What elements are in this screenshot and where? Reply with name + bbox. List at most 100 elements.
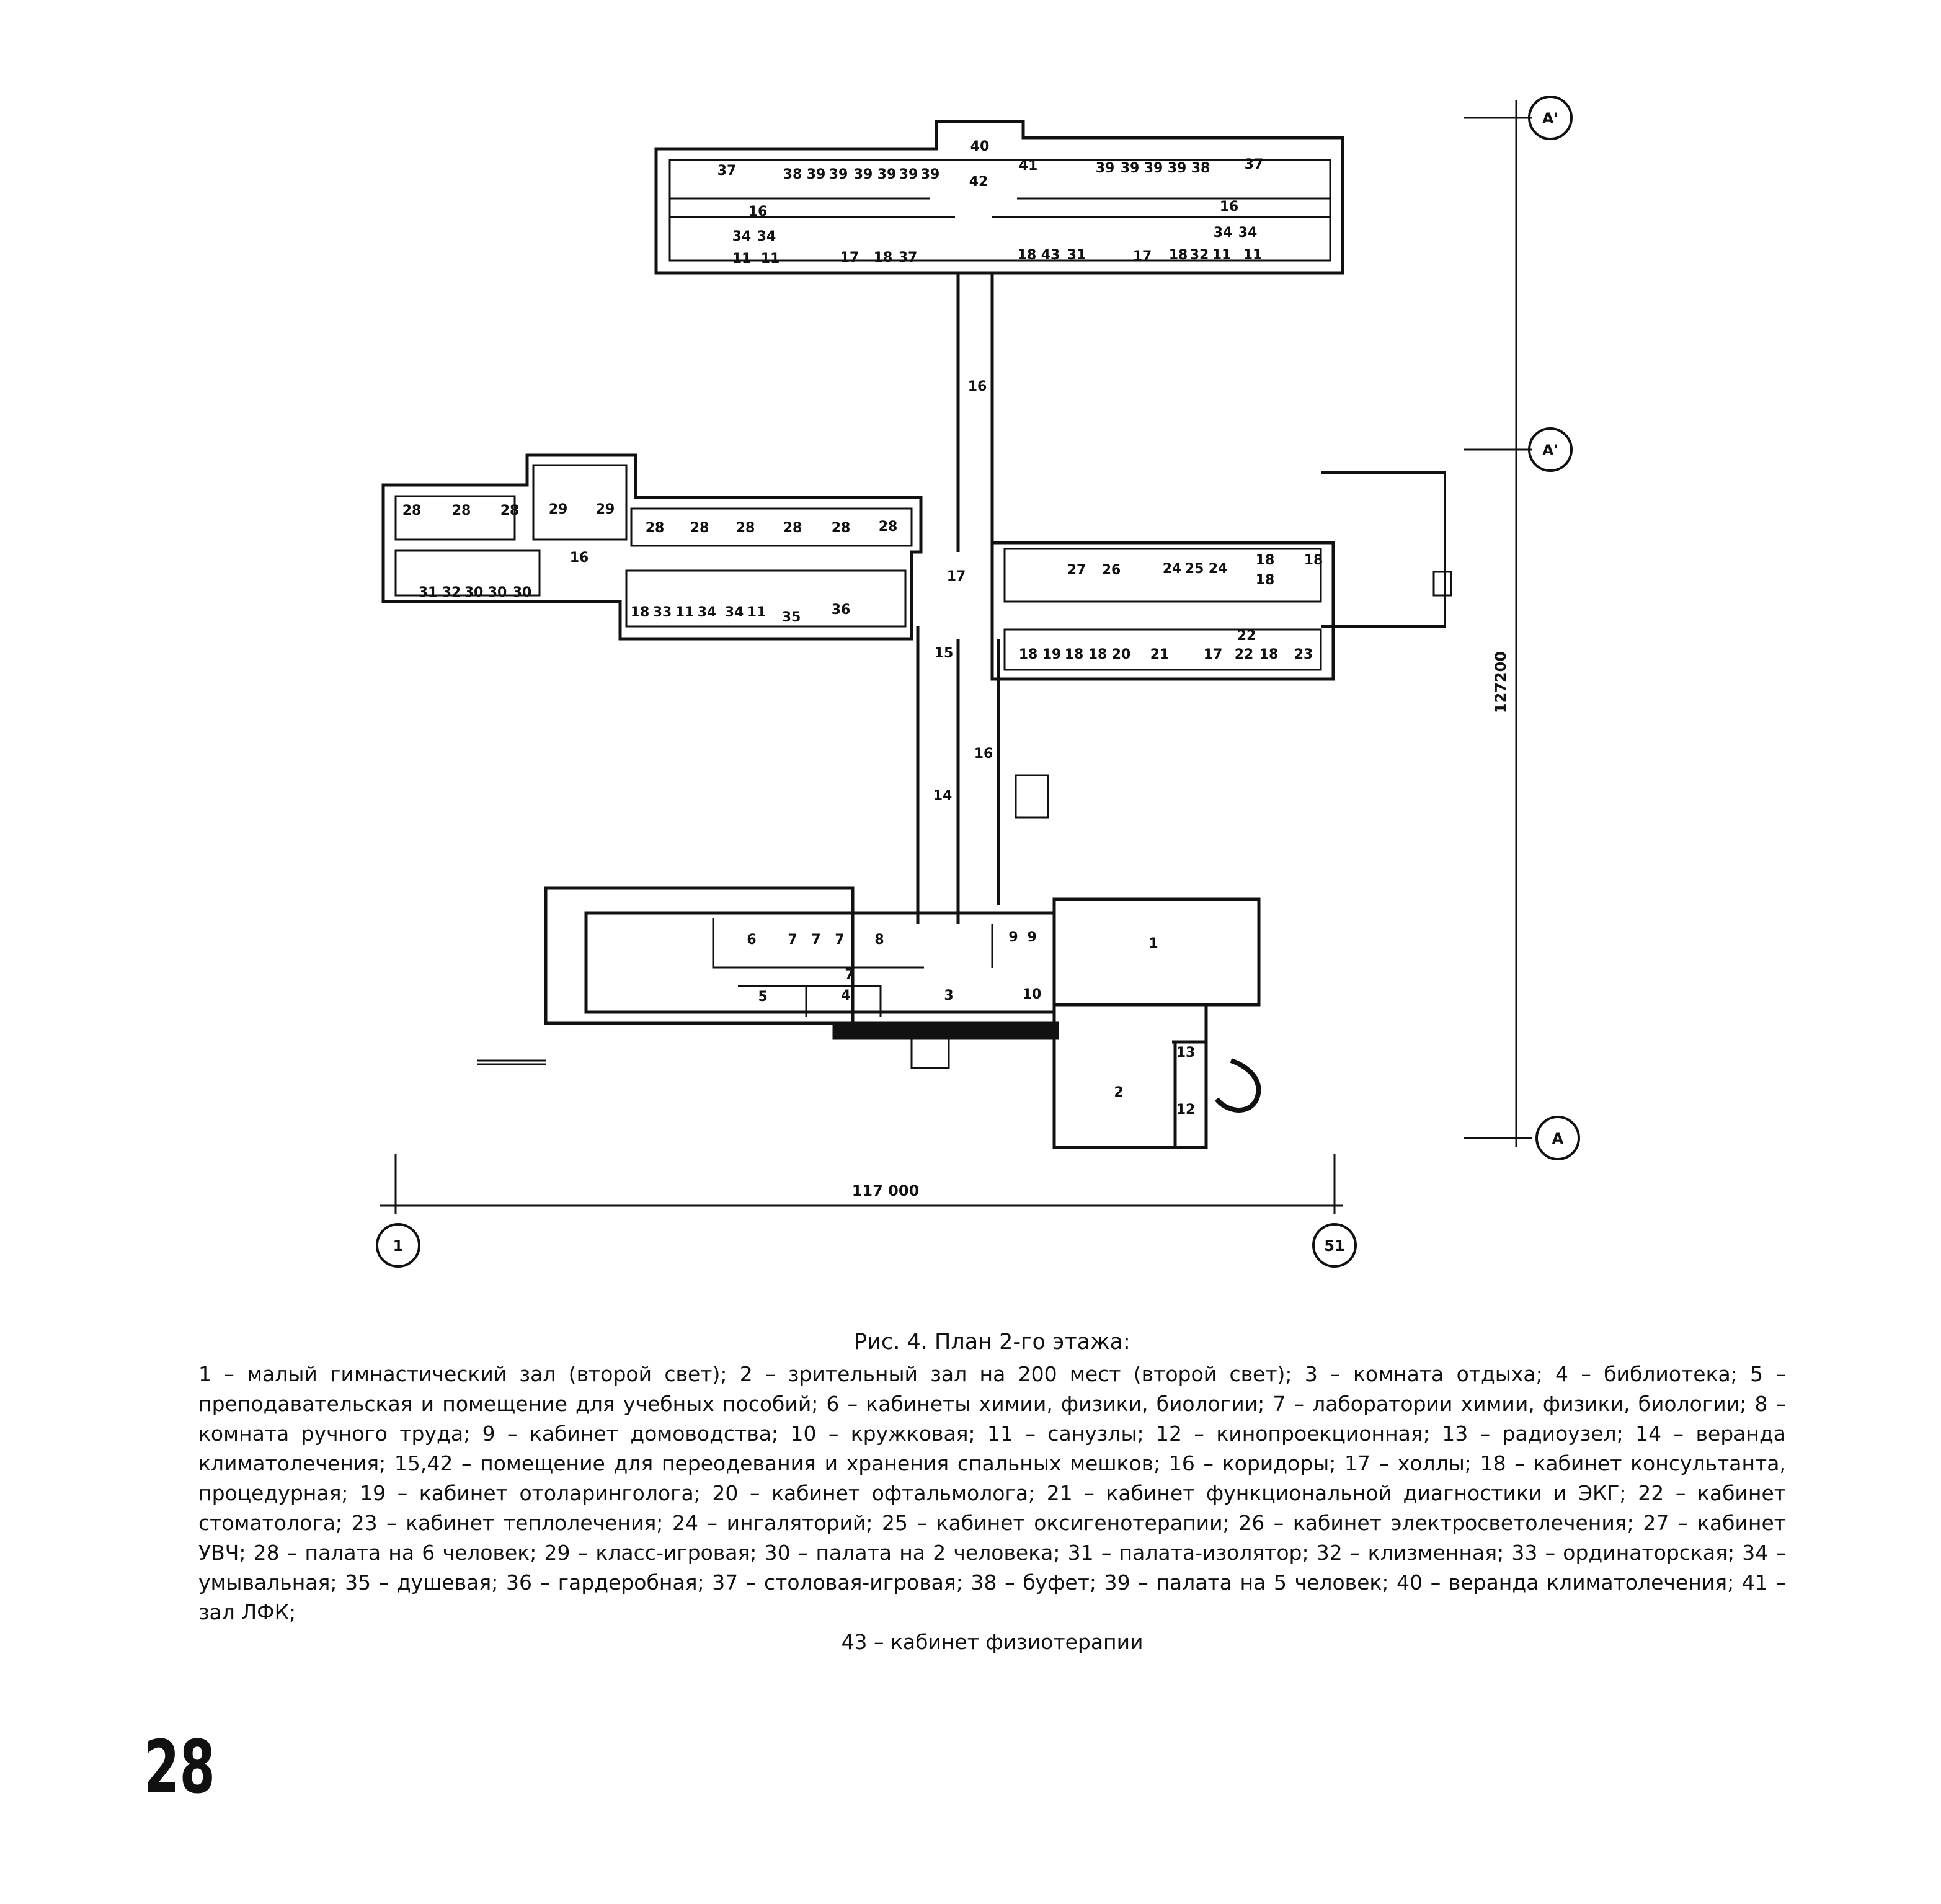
- room-label: 39: [854, 167, 873, 182]
- room-label: 6: [747, 932, 756, 948]
- room-label: 37: [717, 163, 737, 179]
- room-label: 11: [747, 605, 766, 620]
- axis-marker-middle: [1528, 427, 1573, 472]
- room-label: 37: [1245, 157, 1264, 172]
- room-label: 5: [758, 989, 767, 1005]
- room-label: 28: [646, 520, 665, 536]
- room-label: 12: [1176, 1102, 1196, 1118]
- axis-label-right: 51: [1324, 1237, 1344, 1255]
- page-number: 28: [144, 1724, 215, 1810]
- axis-label-middle: A': [1542, 442, 1558, 459]
- room-label: 7: [788, 932, 797, 948]
- room-label: 9: [1027, 930, 1036, 945]
- room-label: 16: [968, 379, 987, 394]
- south-wall-band: [832, 1021, 1059, 1040]
- room-label: 30: [513, 585, 532, 600]
- room-label: 17: [840, 250, 859, 265]
- room-label: 22: [1237, 628, 1256, 644]
- room-label: 31: [419, 585, 438, 600]
- room-label: 29: [549, 502, 568, 517]
- axis-label-bottom: A: [1552, 1130, 1564, 1147]
- room-label: 18: [1065, 647, 1084, 662]
- room-label: 31: [1067, 247, 1086, 263]
- room-label: 37: [899, 250, 918, 265]
- room-label: 11: [761, 251, 780, 267]
- east-wing-inner: [1003, 548, 1322, 671]
- room-label: 14: [933, 788, 953, 804]
- room-label: 28: [500, 503, 520, 518]
- caption-legend-last: 43 – кабинет физиотерапии: [841, 1630, 1144, 1654]
- west-wing-inner: [394, 464, 913, 628]
- width-dimension-label: 117 000: [852, 1182, 920, 1199]
- north-inner-walls: [668, 159, 1331, 262]
- room-label: 18: [1018, 247, 1037, 263]
- room-label: 11: [732, 251, 752, 267]
- axis-label-left: 1: [393, 1237, 404, 1255]
- room-label: 18: [1259, 647, 1279, 662]
- room-label: 28: [783, 520, 802, 536]
- room-label: 42: [969, 174, 988, 190]
- axis-label-top: A': [1542, 110, 1558, 127]
- room-label: 25: [1185, 561, 1204, 577]
- room-label: 32: [442, 585, 461, 600]
- south-block-extension: [477, 1059, 546, 1065]
- room-label: 28: [690, 520, 709, 536]
- room-label: 35: [782, 610, 801, 625]
- room-label: 2: [1114, 1085, 1123, 1100]
- axis-marker-right: [1312, 1223, 1357, 1268]
- room-label: 16: [570, 550, 589, 566]
- west-wing-outline: [381, 453, 923, 641]
- room-label: 34: [732, 229, 752, 244]
- east-wing-outline: [990, 541, 1335, 681]
- room-label: 11: [1243, 247, 1263, 263]
- room-label: 18: [1256, 572, 1275, 588]
- height-dimension-label: 127200: [1492, 651, 1509, 713]
- room-label: 17: [947, 569, 966, 584]
- east-annex-box: [1432, 571, 1452, 597]
- room-label: 18: [1019, 647, 1038, 662]
- room-label: 28: [402, 503, 422, 518]
- room-label: 18: [1088, 647, 1108, 662]
- room-label: 39: [829, 167, 848, 182]
- room-label: 28: [832, 520, 851, 536]
- room-label: 34: [757, 229, 776, 244]
- axis-marker-left: [376, 1223, 420, 1268]
- room-label: 17: [1204, 647, 1223, 662]
- room-label: 39: [921, 167, 940, 182]
- room-label: 10: [1023, 987, 1042, 1002]
- room-label: 8: [874, 932, 884, 948]
- room-label: 26: [1102, 563, 1121, 578]
- room-label: 34: [698, 605, 717, 620]
- room-label: 40: [970, 139, 990, 154]
- room-label: 7: [811, 932, 820, 948]
- room-label: 20: [1112, 647, 1131, 662]
- room-label: 16: [1220, 199, 1239, 215]
- axis-marker-top: [1528, 96, 1573, 140]
- room-label: 3: [944, 988, 953, 1003]
- room-label: 19: [1042, 647, 1062, 662]
- room-label: 34: [725, 605, 744, 620]
- room-label: 15: [935, 646, 954, 661]
- room-label: 17: [1133, 249, 1152, 264]
- room-label: 27: [1067, 563, 1086, 578]
- room-label: 23: [1294, 647, 1313, 662]
- room-label: 16: [974, 746, 993, 762]
- room-label: 43: [1041, 247, 1060, 263]
- room-label: 13: [1176, 1045, 1196, 1061]
- room-label: 28: [879, 519, 898, 535]
- room-label: 38: [783, 167, 802, 182]
- room-label: 28: [452, 503, 471, 518]
- south-block-outline: [544, 886, 1056, 1025]
- east-annex: [1321, 471, 1446, 628]
- room-label: 34: [1238, 225, 1258, 241]
- room-label: 22: [1235, 647, 1254, 662]
- room-label: 39: [1121, 161, 1140, 176]
- room-label: 38: [1191, 161, 1210, 176]
- north-block-outline: [654, 120, 1344, 275]
- room-labels: 40 41 42 37 37 38 39 39 39 39 39 39 39 3…: [402, 139, 1323, 1118]
- caption-legend: 1 – малый гимнастический зал (второй све…: [198, 1362, 1786, 1624]
- room-label: 39: [899, 167, 918, 182]
- room-label: 39: [877, 167, 897, 182]
- room-label: 24: [1209, 561, 1228, 577]
- room-label: 24: [1163, 561, 1182, 577]
